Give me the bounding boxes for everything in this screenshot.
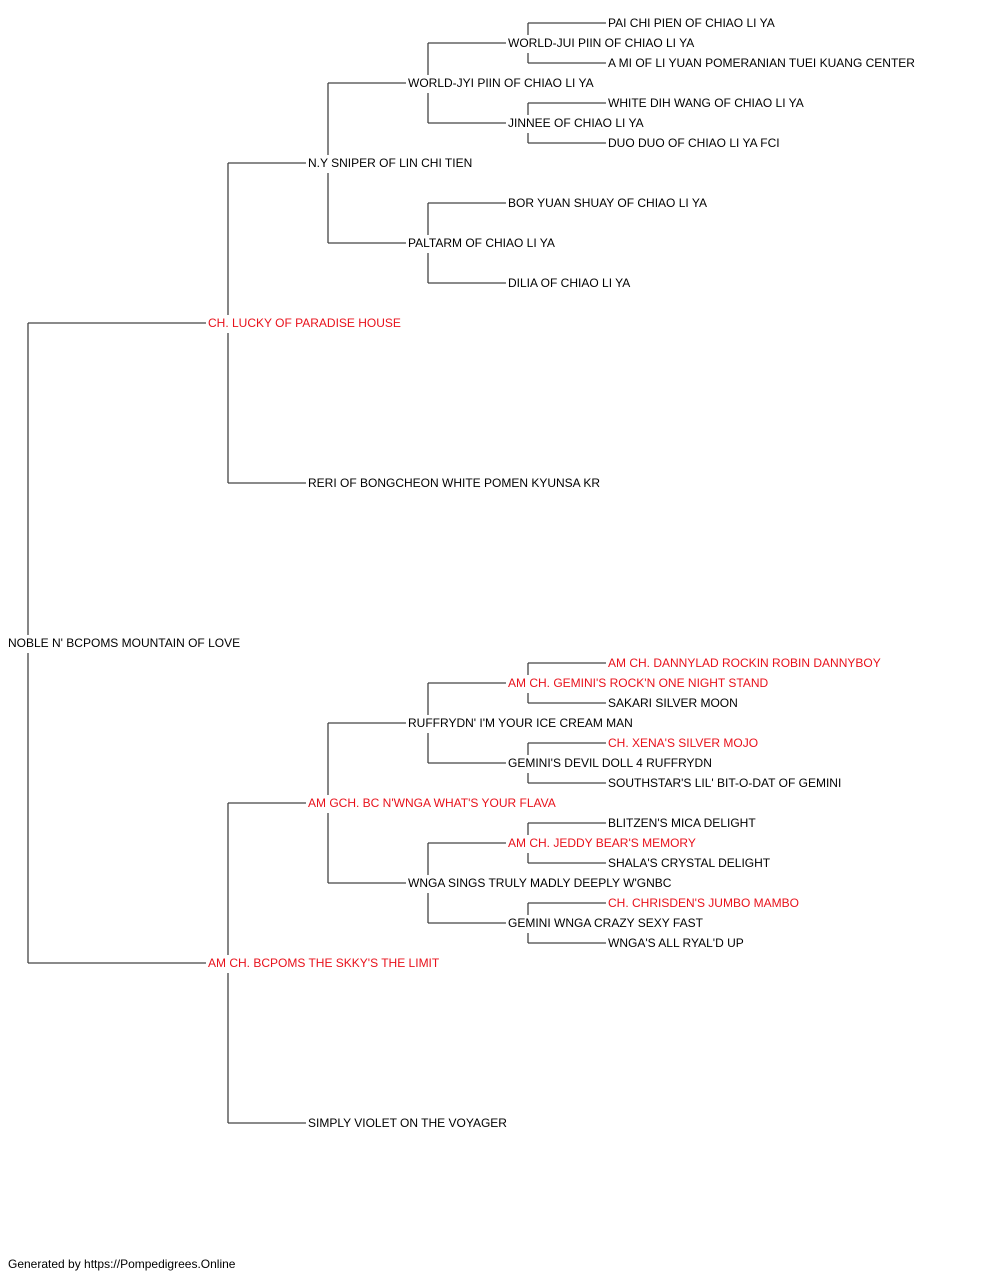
dog-name: PAI CHI PIEN OF CHIAO LI YA (608, 16, 775, 30)
dog-name: AM CH. DANNYLAD ROCKIN ROBIN DANNYBOY (608, 656, 881, 670)
dog-name: WHITE DIH WANG OF CHIAO LI YA (608, 96, 804, 110)
dog-name: WORLD-JYI PIIN OF CHIAO LI YA (408, 76, 594, 90)
dog-name: CH. XENA'S SILVER MOJO (608, 736, 758, 750)
dog-name: PALTARM OF CHIAO LI YA (408, 236, 555, 250)
dog-name: WNGA SINGS TRULY MADLY DEEPLY W'GNBC (408, 876, 672, 890)
dog-name: A MI OF LI YUAN POMERANIAN TUEI KUANG CE… (608, 56, 915, 70)
dog-name: GEMINI'S DEVIL DOLL 4 RUFFRYDN (508, 756, 712, 770)
dog-name: AM CH. BCPOMS THE SKKY'S THE LIMIT (208, 956, 440, 970)
dog-name: BLITZEN'S MICA DELIGHT (608, 816, 756, 830)
dog-name: NOBLE N' BCPOMS MOUNTAIN OF LOVE (8, 636, 240, 650)
dog-name: WNGA'S ALL RYAL'D UP (608, 936, 744, 950)
dog-name: N.Y SNIPER OF LIN CHI TIEN (308, 156, 472, 170)
footer-credit: Generated by https://Pompedigrees.Online (8, 1257, 236, 1271)
dog-name: DILIA OF CHIAO LI YA (508, 276, 630, 290)
dog-name: WORLD-JUI PIIN OF CHIAO LI YA (508, 36, 694, 50)
dog-name: RUFFRYDN' I'M YOUR ICE CREAM MAN (408, 716, 633, 730)
dog-name: BOR YUAN SHUAY OF CHIAO LI YA (508, 196, 707, 210)
dog-name: AM CH. GEMINI'S ROCK'N ONE NIGHT STAND (508, 676, 768, 690)
dog-name: AM CH. JEDDY BEAR'S MEMORY (508, 836, 696, 850)
dog-name: SHALA'S CRYSTAL DELIGHT (608, 856, 771, 870)
dog-name: JINNEE OF CHIAO LI YA (508, 116, 644, 130)
dog-name: AM GCH. BC N'WNGA WHAT'S YOUR FLAVA (308, 796, 556, 810)
dog-name: SOUTHSTAR'S LIL' BIT-O-DAT OF GEMINI (608, 776, 841, 790)
dog-name: SAKARI SILVER MOON (608, 696, 738, 710)
dog-name: GEMINI WNGA CRAZY SEXY FAST (508, 916, 704, 930)
dog-name: CH. CHRISDEN'S JUMBO MAMBO (608, 896, 799, 910)
dog-name: RERI OF BONGCHEON WHITE POMEN KYUNSA KR (308, 476, 600, 490)
dog-name: SIMPLY VIOLET ON THE VOYAGER (308, 1116, 507, 1130)
dog-name: CH. LUCKY OF PARADISE HOUSE (208, 316, 401, 330)
dog-name: DUO DUO OF CHIAO LI YA FCI (608, 136, 780, 150)
